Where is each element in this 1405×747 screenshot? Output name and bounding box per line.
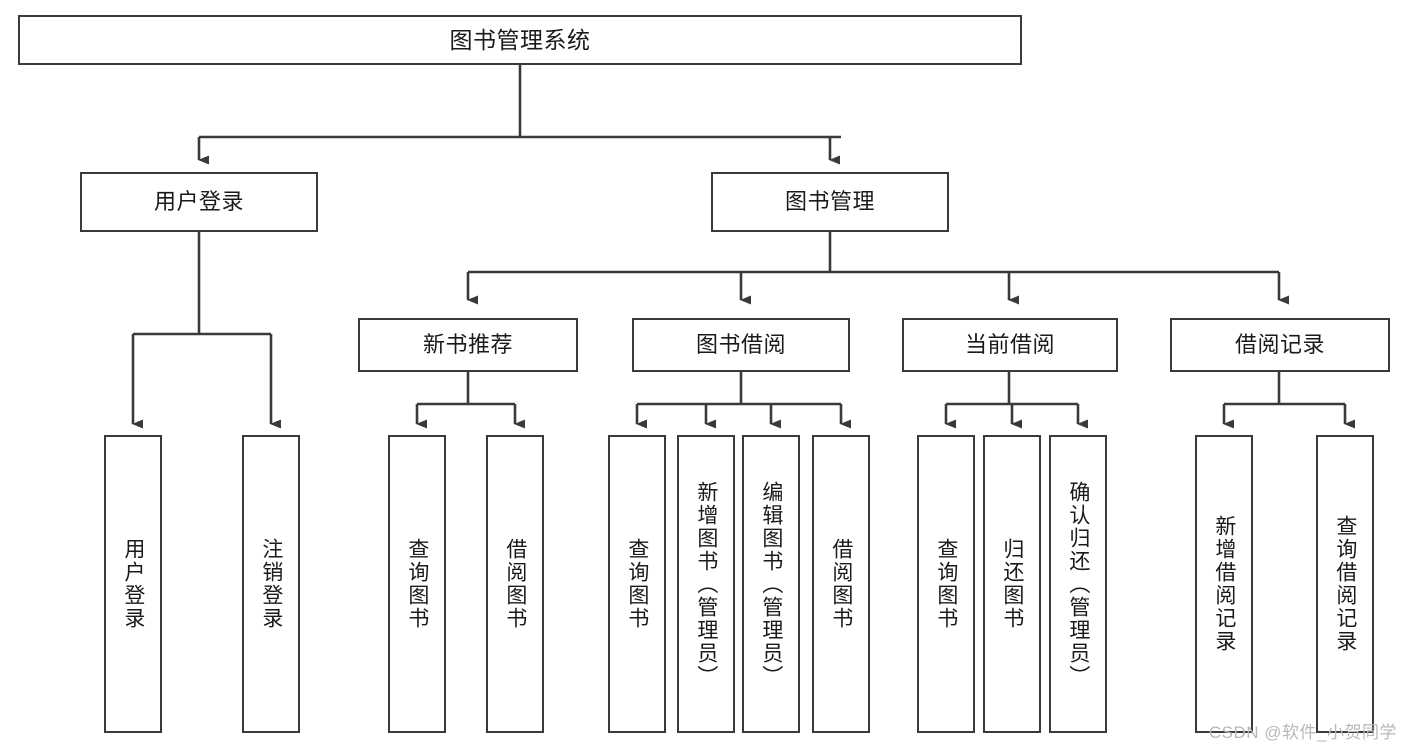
node-label: 借阅记录 xyxy=(1234,332,1325,358)
node-label: 归还图书 xyxy=(1000,538,1024,630)
node-user-login[interactable]: 用户登录 xyxy=(80,172,318,232)
node-label: 确认归还（管理员） xyxy=(1066,480,1090,688)
node-label: 注销登录 xyxy=(259,538,283,630)
node-leaf-query-record[interactable]: 查询借阅记录 xyxy=(1316,435,1374,733)
node-label: 新增借阅记录 xyxy=(1212,515,1236,653)
node-leaf-borrow-book-1[interactable]: 借阅图书 xyxy=(486,435,544,733)
node-label: 用户登录 xyxy=(153,189,244,215)
node-leaf-query-book-3[interactable]: 查询图书 xyxy=(917,435,975,733)
node-leaf-confirm-return[interactable]: 确认归还（管理员） xyxy=(1049,435,1107,733)
node-leaf-borrow-book-2[interactable]: 借阅图书 xyxy=(812,435,870,733)
csdn-watermark: CSDN @软件_小贺同学 xyxy=(1208,723,1397,742)
node-label: 查询图书 xyxy=(625,538,649,630)
node-label: 编辑图书（管理员） xyxy=(759,480,783,688)
node-label: 图书管理系统 xyxy=(449,26,591,53)
node-label: 查询图书 xyxy=(405,538,429,630)
node-label: 新书推荐 xyxy=(422,332,513,358)
node-book-borrow[interactable]: 图书借阅 xyxy=(632,318,850,372)
node-borrow-record[interactable]: 借阅记录 xyxy=(1170,318,1390,372)
node-leaf-add-record[interactable]: 新增借阅记录 xyxy=(1195,435,1253,733)
node-label: 图书借阅 xyxy=(695,332,786,358)
node-leaf-return-book[interactable]: 归还图书 xyxy=(983,435,1041,733)
node-leaf-query-book-2[interactable]: 查询图书 xyxy=(608,435,666,733)
node-new-book-recommend[interactable]: 新书推荐 xyxy=(358,318,578,372)
node-leaf-edit-book[interactable]: 编辑图书（管理员） xyxy=(742,435,800,733)
node-book-management[interactable]: 图书管理 xyxy=(711,172,949,232)
node-label: 借阅图书 xyxy=(503,538,527,630)
node-label: 借阅图书 xyxy=(829,538,853,630)
node-label: 用户登录 xyxy=(121,538,145,630)
node-label: 图书管理 xyxy=(784,189,875,215)
node-root-book-management-system[interactable]: 图书管理系统 xyxy=(18,15,1022,65)
node-label: 查询借阅记录 xyxy=(1333,515,1357,653)
node-leaf-user-login[interactable]: 用户登录 xyxy=(104,435,162,733)
node-current-borrow[interactable]: 当前借阅 xyxy=(902,318,1118,372)
node-leaf-query-book-1[interactable]: 查询图书 xyxy=(388,435,446,733)
node-label: 查询图书 xyxy=(934,538,958,630)
node-leaf-add-book[interactable]: 新增图书（管理员） xyxy=(677,435,735,733)
node-label: 新增图书（管理员） xyxy=(694,480,718,688)
node-label: 当前借阅 xyxy=(964,332,1055,358)
node-leaf-user-logout[interactable]: 注销登录 xyxy=(242,435,300,733)
